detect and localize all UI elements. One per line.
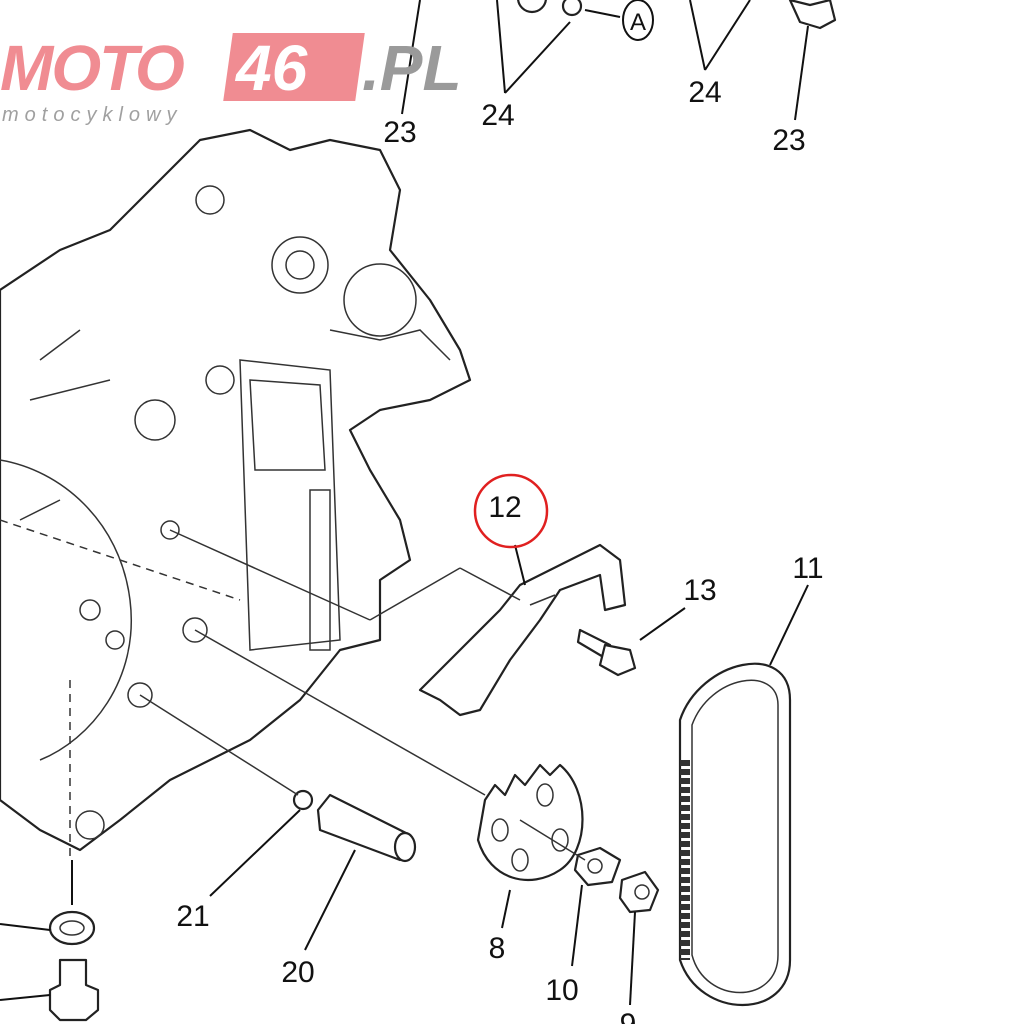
callout-8: 8 [489,932,506,965]
logo-number: 46 [236,32,308,104]
callout-23-right: 23 [772,124,805,157]
sprocket-8 [476,763,584,882]
drain-washer [48,910,96,946]
callout-13: 13 [683,574,716,607]
callout-24-left: 24 [481,99,514,132]
chain-11 [678,662,792,1006]
top-fasteners [517,0,837,30]
callout-9: 9 [620,1008,637,1024]
logo-moto: MOTO [0,32,185,104]
plate-12 [418,543,627,717]
ref-a-marker: A [622,0,654,41]
callout-11: 11 [792,552,823,585]
leader-lines [0,0,809,1006]
ref-a-label: A [630,9,646,36]
nut-9 [618,870,660,914]
callout-24-right: 24 [688,76,721,109]
callout-12: 12 [488,491,521,524]
callout-10: 10 [545,974,578,1007]
bolt-13 [576,628,637,677]
callout-20: 20 [281,956,314,989]
highlight-circle [473,473,549,549]
logo-suffix: .PL [362,32,462,104]
drain-bolt [48,958,100,1022]
crankcase [0,128,472,860]
o-ring-21 [292,789,314,811]
callout-21: 21 [176,900,209,933]
nut-10 [573,846,622,887]
logo-tagline: motocyklowy [2,104,183,126]
shaft-20 [316,793,417,863]
callout-23-left: 23 [383,116,416,149]
